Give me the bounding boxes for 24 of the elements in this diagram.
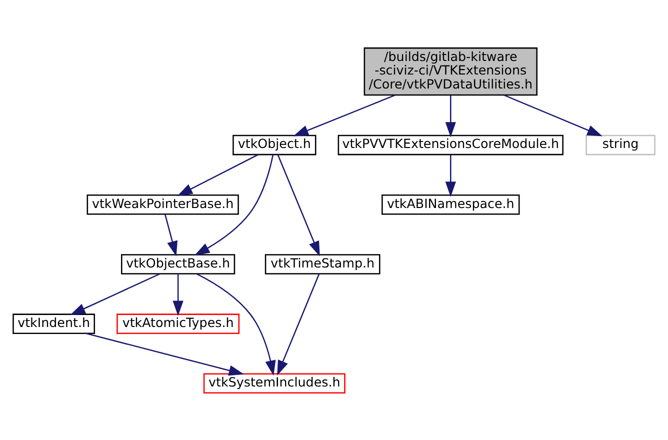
- node-box: vtkSystemIncludes.h: [203, 372, 346, 394]
- node-box: vtkObjectBase.h: [121, 254, 236, 274]
- arrow: [504, 94, 602, 136]
- node-box: vtkAtomicTypes.h: [116, 313, 240, 334]
- arrow: [277, 273, 320, 376]
- arrow: [445, 154, 456, 196]
- arrow: [445, 94, 456, 137]
- node-box: vtkTimeStamp.h: [264, 254, 380, 274]
- node-box: vtkABINamespace.h: [382, 194, 520, 214]
- arrow: [293, 94, 396, 136]
- arrow: [277, 154, 320, 256]
- arrow: [172, 273, 184, 316]
- arrow: [70, 272, 160, 315]
- arrow: [196, 272, 276, 376]
- node-box: /builds/gitlab-kitware-sciviz-ci/VTKExtensions/Core/vtkPVDataUtilities.h: [364, 46, 538, 96]
- arrow: [86, 332, 244, 376]
- node-box: string: [586, 134, 656, 155]
- arrow: [177, 154, 258, 196]
- arrow: [164, 214, 178, 256]
- node-box: vtkPVVTKExtensionsCoreModule.h: [338, 134, 564, 155]
- node-box: vtkIndent.h: [12, 313, 95, 334]
- arrow: [194, 154, 274, 255]
- node-box: vtkObject.h: [232, 134, 316, 155]
- node-box: vtkWeakPointerBase.h: [86, 194, 239, 214]
